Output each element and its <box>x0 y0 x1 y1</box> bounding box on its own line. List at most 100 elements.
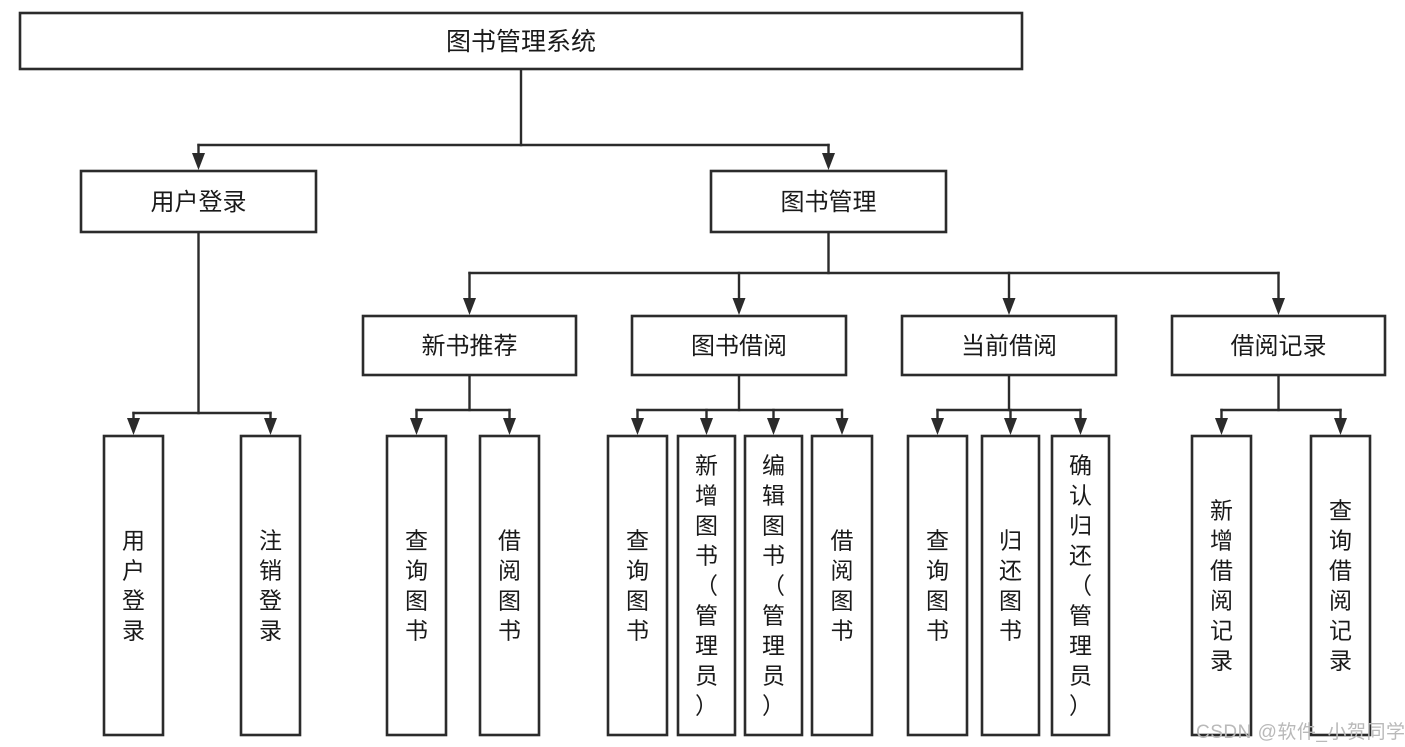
node-label-char: （ <box>762 573 785 599</box>
arrow-head-icon <box>631 418 644 435</box>
node-label: 借阅记录 <box>1231 333 1327 360</box>
node-user-login[interactable]: 用户登录 <box>79 169 318 234</box>
node-label-char: 管 <box>762 603 785 629</box>
node-label-char: 书 <box>926 618 949 644</box>
node-borrow-record[interactable]: 借阅记录 <box>1170 314 1387 377</box>
connector-group-borrow-record <box>1215 373 1347 435</box>
arrow-head-icon <box>767 418 780 435</box>
node-box-leaf-query-record[interactable] <box>1309 434 1372 737</box>
node-box-leaf-edit-book[interactable] <box>743 434 804 737</box>
node-label-char: 记 <box>1210 618 1233 644</box>
node-label-char: 图 <box>626 588 649 614</box>
node-label-char: 还 <box>1069 543 1092 569</box>
node-label-char: 员 <box>695 663 718 689</box>
node-leaf-user-login[interactable]: 用户登录 <box>102 434 165 737</box>
arrow-head-icon <box>503 418 516 435</box>
arrow-head-icon <box>1215 418 1228 435</box>
node-label-char: 书 <box>498 618 521 644</box>
node-label-char: 户 <box>122 558 145 584</box>
node-label-char: 员 <box>1069 663 1092 689</box>
node-label-char: 归 <box>999 528 1022 554</box>
arrow-head-icon <box>463 298 476 315</box>
node-box-leaf-query-book-2[interactable] <box>606 434 669 737</box>
node-box-leaf-query-book-1[interactable] <box>385 434 448 737</box>
node-box-borrow-record[interactable] <box>1170 314 1387 377</box>
node-label-char: 增 <box>1210 528 1233 554</box>
node-box-leaf-borrow-book-2[interactable] <box>810 434 874 737</box>
node-label-char: 新 <box>695 453 718 479</box>
node-root[interactable]: 图书管理系统 <box>18 11 1024 71</box>
node-new-book-rec[interactable]: 新书推荐 <box>361 314 578 377</box>
node-label-char: 录 <box>1210 648 1233 674</box>
node-label-char: 图 <box>405 588 428 614</box>
node-box-leaf-user-login[interactable] <box>102 434 165 737</box>
node-label-char: 新 <box>1210 498 1233 524</box>
node-box-leaf-query-book-3[interactable] <box>906 434 969 737</box>
node-label-char: 图 <box>831 588 854 614</box>
node-box-current-borrow[interactable] <box>900 314 1118 377</box>
node-label-char: 查 <box>926 528 949 554</box>
arrow-head-icon <box>822 153 835 170</box>
node-book-borrow[interactable]: 图书借阅 <box>630 314 848 377</box>
node-label-char: 录 <box>122 618 145 644</box>
node-label-char: 图 <box>926 588 949 614</box>
arrow-head-icon <box>264 418 277 435</box>
node-label-char: 查 <box>626 528 649 554</box>
node-label-char: 借 <box>831 528 854 554</box>
arrow-head-icon <box>700 418 713 435</box>
node-label-char: （ <box>1069 573 1092 599</box>
node-label-char: 书 <box>626 618 649 644</box>
connector-group-book-borrow <box>631 373 849 435</box>
node-label-char: 查 <box>1329 498 1352 524</box>
node-box-leaf-add-book[interactable] <box>676 434 737 737</box>
node-box-leaf-logout[interactable] <box>239 434 302 737</box>
node-box-leaf-add-record[interactable] <box>1190 434 1253 737</box>
arrow-head-icon <box>192 153 205 170</box>
node-current-borrow[interactable]: 当前借阅 <box>900 314 1118 377</box>
node-label-char: 询 <box>405 558 428 584</box>
arrow-head-icon <box>1004 418 1017 435</box>
node-label-char: 书 <box>762 543 785 569</box>
node-box-leaf-borrow-book-1[interactable] <box>478 434 541 737</box>
node-layer: 图书管理系统用户登录图书管理新书推荐图书借阅当前借阅借阅记录用户登录注销登录查询… <box>18 11 1387 737</box>
node-label-char: 阅 <box>1210 588 1233 614</box>
node-label-char: 员 <box>762 663 785 689</box>
node-box-book-manage[interactable] <box>709 169 948 234</box>
node-label-char: （ <box>695 573 718 599</box>
node-label-char: 图 <box>498 588 521 614</box>
node-label: 图书借阅 <box>691 333 787 360</box>
node-label-char: 编 <box>762 453 785 479</box>
node-label-char: 认 <box>1069 483 1092 509</box>
node-box-leaf-return-book[interactable] <box>980 434 1041 737</box>
node-box-root[interactable] <box>18 11 1024 71</box>
node-box-new-book-rec[interactable] <box>361 314 578 377</box>
node-label-char: 登 <box>259 588 282 614</box>
node-label-char: 归 <box>1069 513 1092 539</box>
node-box-user-login[interactable] <box>79 169 318 234</box>
node-label-char: 用 <box>122 528 145 554</box>
node-label-char: 查 <box>405 528 428 554</box>
node-label-char: ） <box>762 693 785 719</box>
node-label-char: 辑 <box>762 483 785 509</box>
connector-group-new-book-rec <box>410 373 516 435</box>
node-box-leaf-confirm-return[interactable] <box>1050 434 1111 737</box>
node-label-char: 登 <box>122 588 145 614</box>
node-label-char: 理 <box>695 633 718 659</box>
arrow-head-icon <box>1002 298 1016 315</box>
node-box-book-borrow[interactable] <box>630 314 848 377</box>
node-label-char: 询 <box>1329 528 1352 554</box>
node-book-manage[interactable]: 图书管理 <box>709 169 948 234</box>
